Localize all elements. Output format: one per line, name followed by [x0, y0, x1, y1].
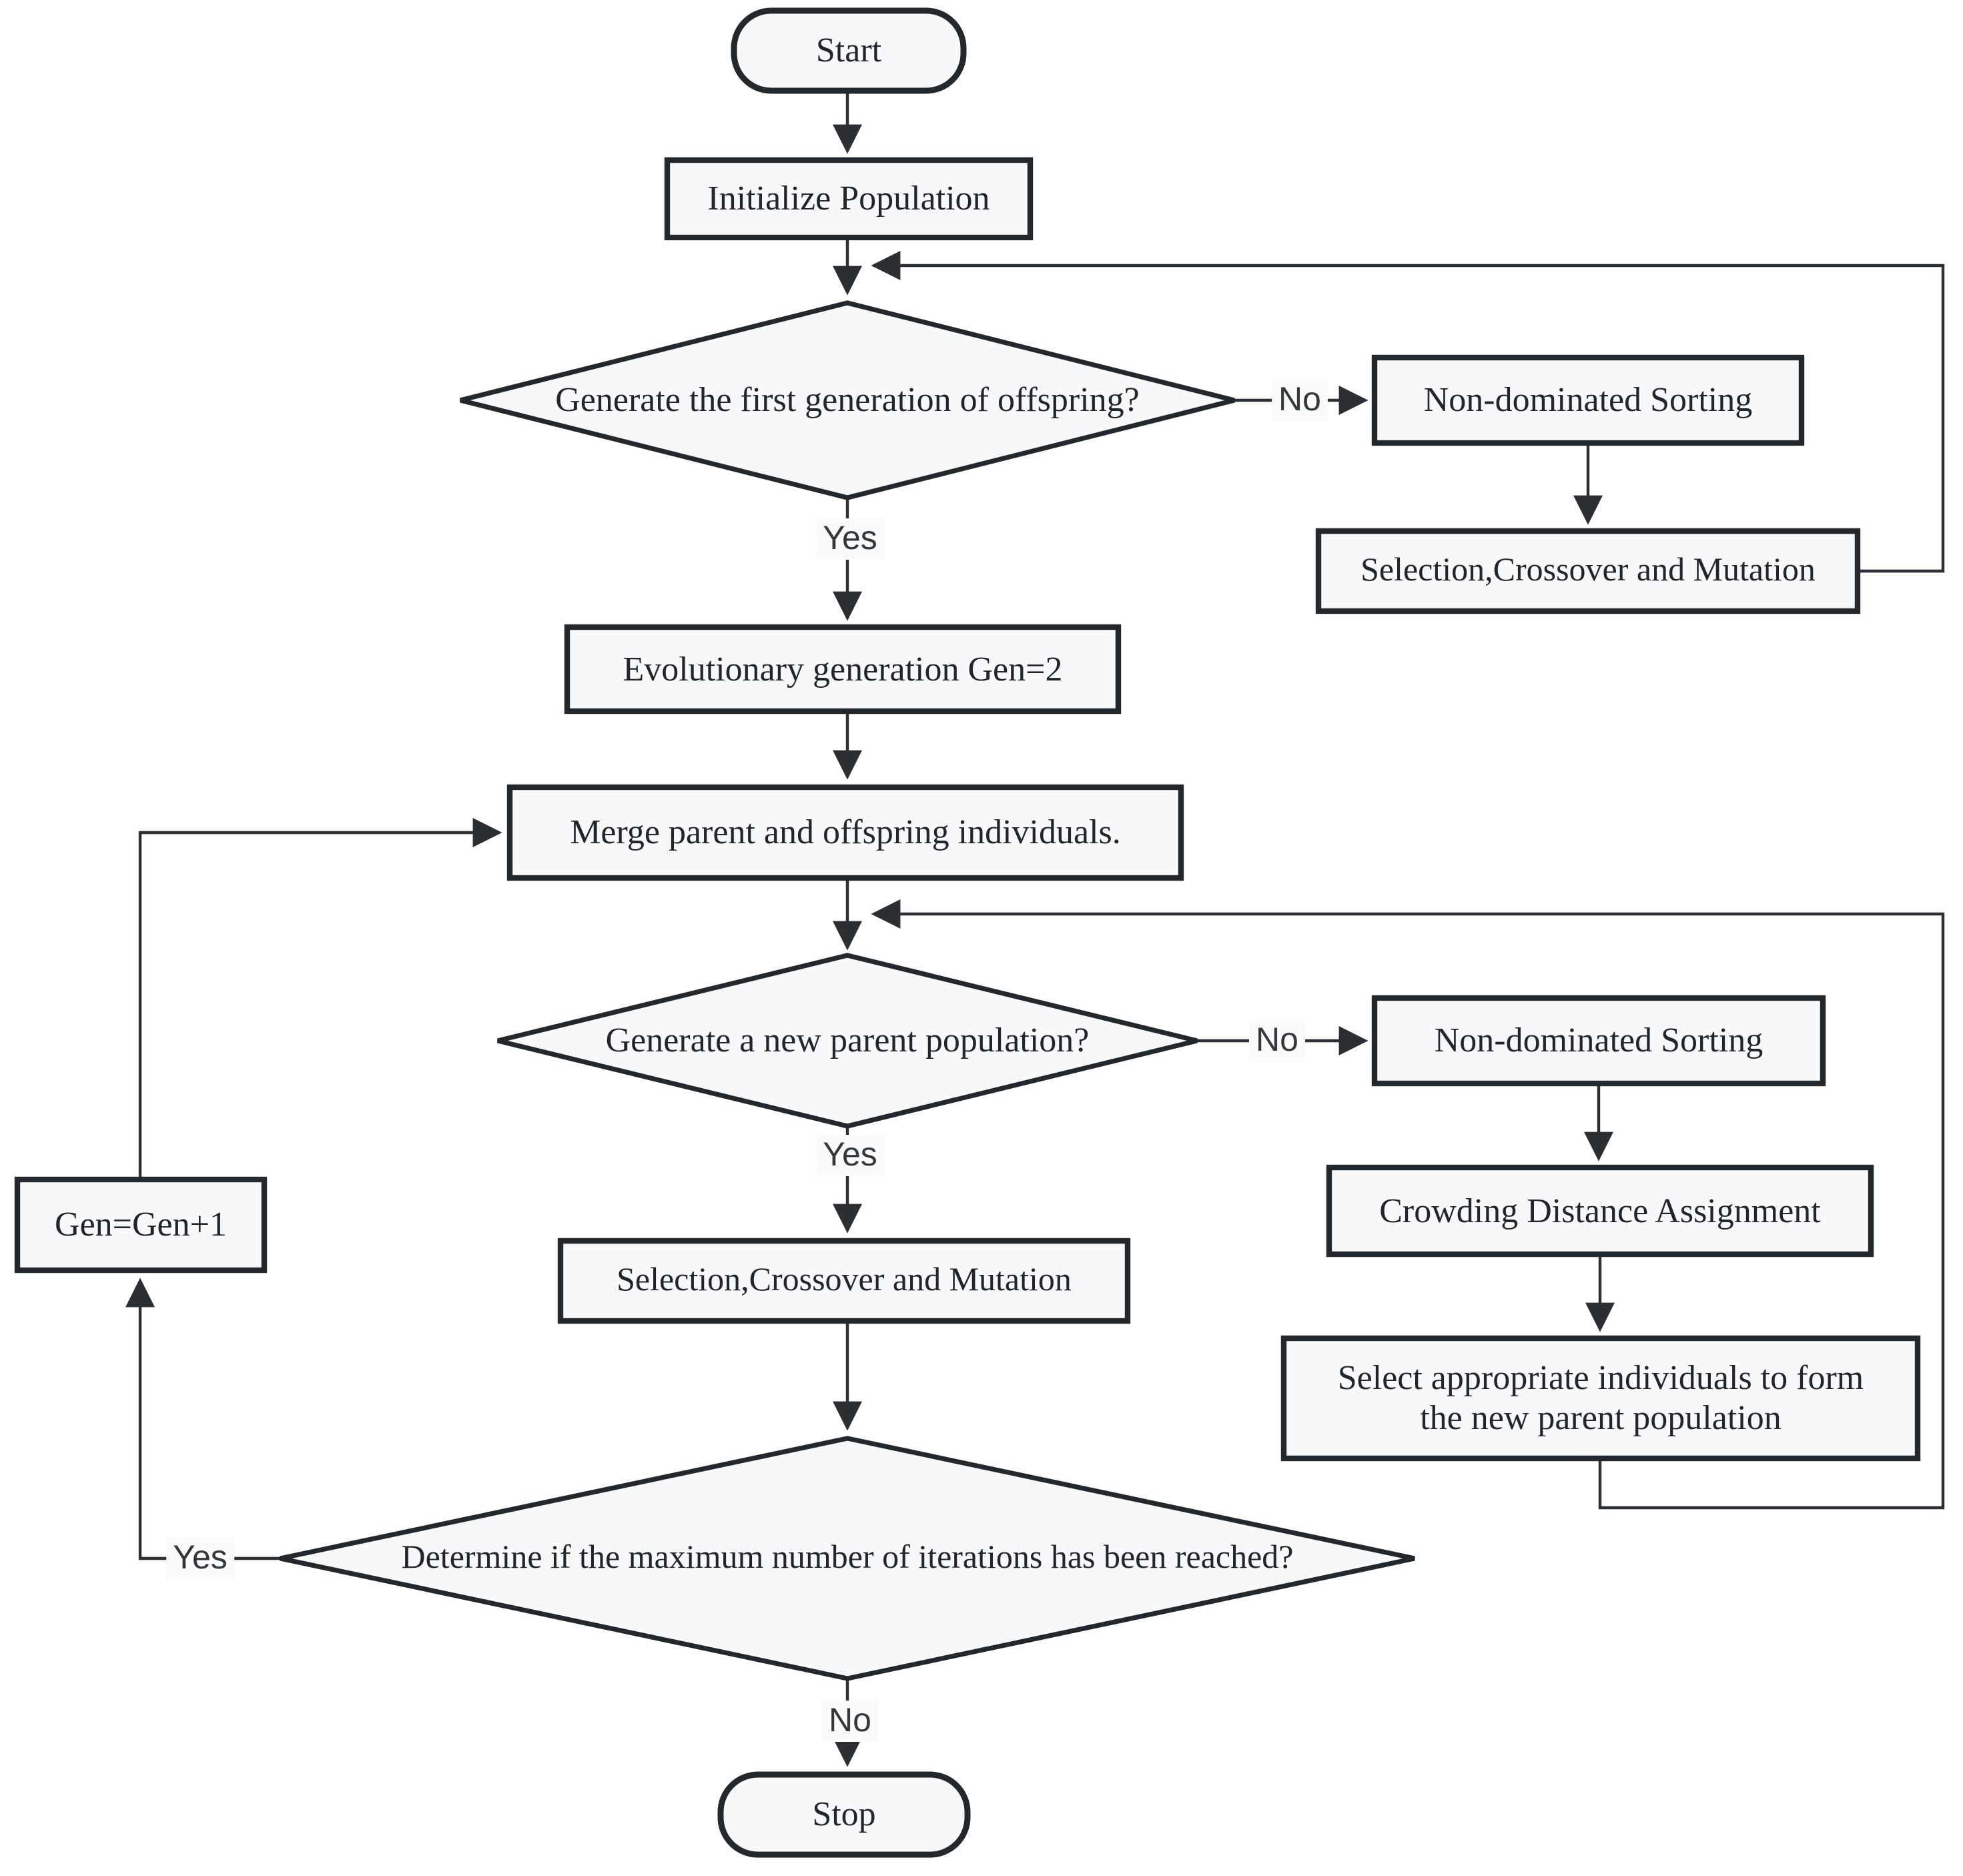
edge-loop-selection-top-to-decision1 [871, 251, 1945, 573]
decision-max-iterations-shape [280, 1436, 1415, 1681]
decision-first-offspring-shape [460, 300, 1235, 500]
evolutionary-generation-shape [564, 624, 1122, 715]
select-individuals-shape [1280, 1335, 1921, 1462]
merge-parent-offspring-shape [506, 784, 1184, 881]
selection-crossover-mutation-mid-shape [557, 1238, 1131, 1324]
start-terminator-shape [731, 7, 967, 94]
non-dominated-sorting-right-shape [1371, 995, 1826, 1087]
gen-increment-shape [14, 1176, 268, 1274]
selection-crossover-mutation-top-shape [1315, 528, 1861, 614]
edge-decision3-yes-to-gen [125, 1278, 280, 1560]
crowding-distance-shape [1326, 1164, 1874, 1258]
non-dominated-sorting-top-shape [1371, 354, 1805, 446]
initialize-population-shape [664, 157, 1034, 241]
stop-terminator-shape [717, 1771, 971, 1858]
decision-new-parent-shape [497, 953, 1198, 1129]
edge-gen-to-merge [138, 818, 502, 1180]
edge-loop-select-individuals-to-decision2 [871, 899, 1945, 1510]
